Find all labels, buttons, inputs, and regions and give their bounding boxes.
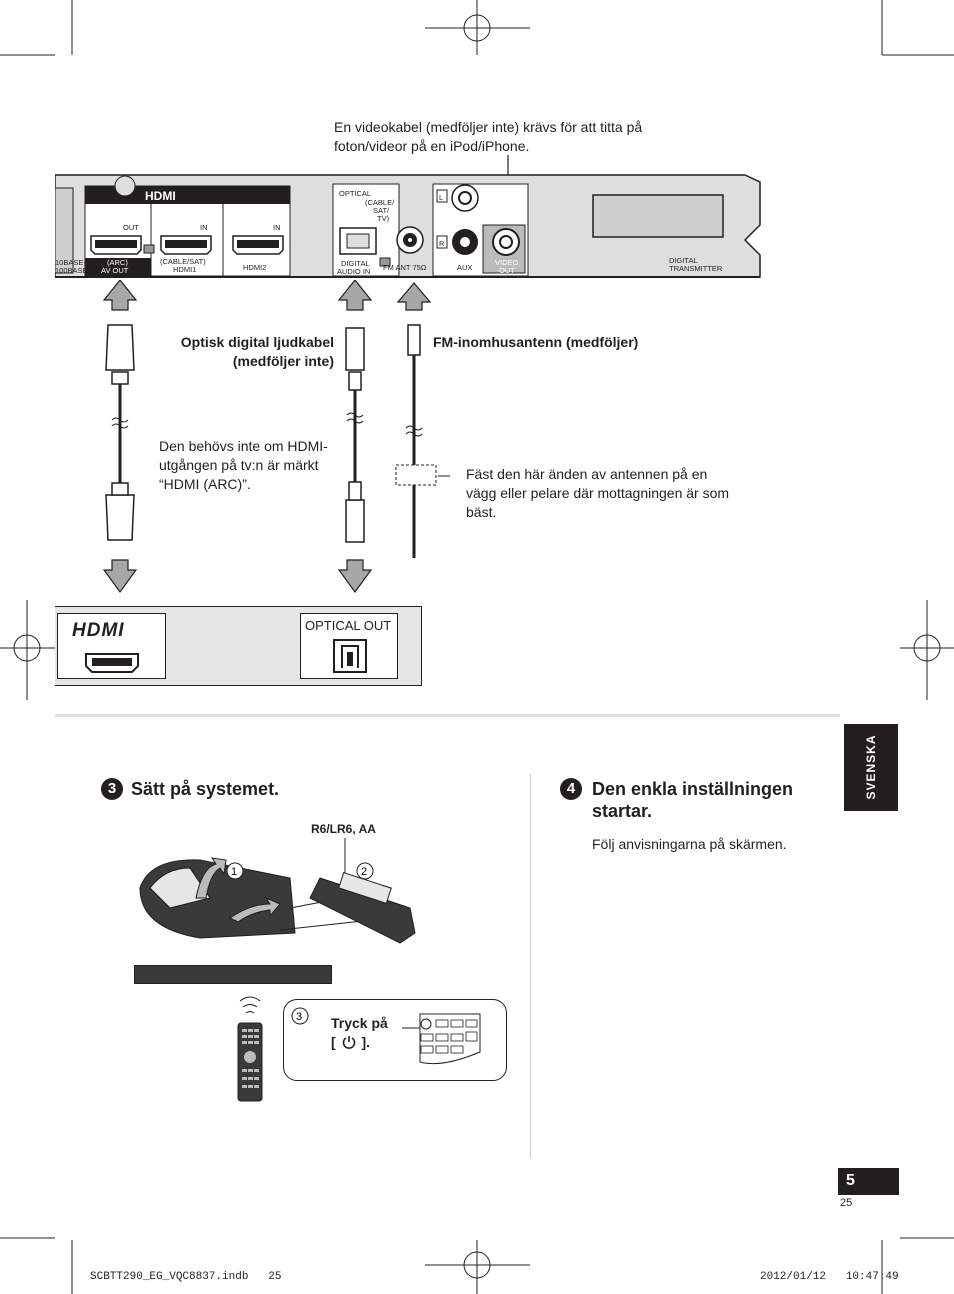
in2-label: IN	[273, 223, 281, 232]
digital-label-2: AUDIO IN	[337, 267, 370, 276]
arc-label-1: (ARC)	[107, 258, 128, 267]
digital-label-1: DIGITAL	[341, 259, 370, 268]
hdmi2-label: HDMI2	[243, 263, 266, 272]
step-3-title: Sätt på systemet.	[131, 779, 280, 799]
optical-port-icon	[333, 639, 367, 673]
step-3-number: 3	[101, 778, 123, 800]
remote-illustration	[237, 996, 263, 1102]
l-label: L	[439, 193, 443, 202]
page-number-sub: 25	[840, 1197, 853, 1209]
out-label: OUT	[123, 223, 139, 232]
power-callout: 3 Tryck på [ ].	[283, 999, 507, 1081]
section-divider	[55, 714, 840, 717]
optical-label: OPTICAL	[339, 189, 371, 198]
tv-hdmi-port-box: HDMI	[57, 613, 166, 679]
battery-illustration: 1 2	[139, 838, 416, 944]
hdmi-arc-note: Den behövs inte om HDMI- utgången på tv:…	[159, 438, 328, 492]
cable-diagram	[102, 280, 450, 594]
footer-timestamp: 2012/01/12 10:47:49	[760, 1271, 899, 1283]
press-power-line-1: Tryck på	[331, 1015, 388, 1031]
press-power-line-2: [ ].	[331, 1034, 371, 1050]
cable-label-1: (CABLE/SAT)	[160, 257, 206, 266]
arc-label-2: AV OUT	[101, 266, 129, 275]
remote-closeup	[402, 1013, 481, 1065]
antenna-note: Fäst den här änden av antennen på en väg…	[466, 466, 730, 520]
step-4-title: Den enkla inställningen startar.	[592, 779, 794, 821]
circle-3-icon: 3	[291, 1007, 309, 1025]
step-4-body: Följ anvisningarna på skärmen.	[592, 836, 787, 852]
optical-sub-2: SAT/	[373, 206, 390, 215]
r-label: R	[439, 239, 445, 248]
transmitter-label-1: DIGITAL	[669, 256, 698, 265]
step-4-number: 4	[560, 778, 582, 800]
fm-antenna-label: FM-inomhusantenn (medföljer)	[433, 334, 639, 350]
fm-ant-label: FM ANT 75Ω	[383, 263, 427, 272]
language-tab: SVENSKA	[844, 724, 898, 811]
transmitter-label-2: TRANSMITTER	[669, 264, 723, 273]
page-number-box: 5	[838, 1168, 899, 1195]
circle-3-label: 3	[296, 1011, 302, 1023]
power-icon	[342, 1036, 355, 1049]
tv-hdmi-port-icon	[85, 653, 139, 673]
soundbar	[134, 965, 332, 984]
tv-optical-out-label: OPTICAL OUT	[305, 618, 392, 633]
tv-hdmi-logo: HDMI	[72, 620, 125, 641]
optical-sub-1: (CABLE/	[365, 198, 395, 207]
tv-optical-box: OPTICAL OUT	[300, 613, 398, 679]
column-divider	[530, 773, 531, 1158]
panel-hdmi-logo: HDMI	[145, 189, 176, 203]
battery-label: R6/LR6, AA	[311, 822, 376, 836]
in1-label: IN	[200, 223, 208, 232]
video-label-2: OUT	[499, 266, 515, 275]
cable-label-2: HDMI1	[173, 265, 196, 274]
circle-2-label: 2	[361, 866, 367, 878]
circle-1-label: 1	[231, 866, 237, 878]
rear-panel: OUT IN IN 10BASE-T/ 100BASE-TX) (ARC) AV…	[55, 174, 761, 278]
footer-filename: SCBTT290_EG_VQC8837.indb 25	[90, 1271, 282, 1283]
video-cable-note: En videokabel (medföljer inte) krävs för…	[334, 119, 643, 154]
video-label-1: VIDEO	[495, 258, 519, 267]
lan-label-2: 100BASE-TX)	[55, 266, 103, 275]
tv-panel: HDMI OPTICAL OUT	[55, 606, 422, 686]
aux-label: AUX	[457, 263, 472, 272]
optical-sub-3: TV)	[377, 214, 390, 223]
optical-cable-label: Optisk digital ljudkabel (medföljer inte…	[180, 334, 334, 369]
page-number: 5	[846, 1172, 855, 1189]
lan-label-1: 10BASE-T/	[55, 258, 93, 267]
language-tab-label: SVENSKA	[864, 734, 878, 800]
